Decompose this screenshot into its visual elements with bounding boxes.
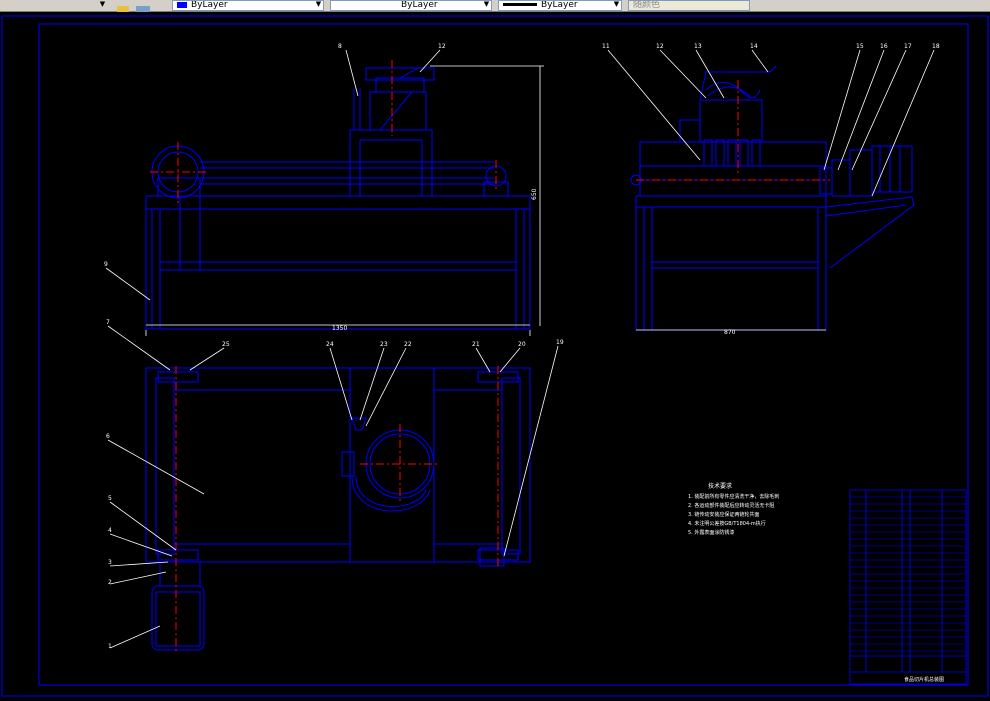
front-view <box>145 67 531 330</box>
callout-plan-6: 6 <box>106 433 110 440</box>
callout-labels: 8 12 9 11 12 13 14 15 16 17 18 7 25 24 2… <box>104 43 940 650</box>
callout-plan-5: 5 <box>108 495 112 502</box>
centerlines <box>150 60 830 652</box>
callout-plan-25: 25 <box>222 341 230 348</box>
color-control[interactable]: ByLayer <box>172 0 324 11</box>
side-view <box>630 65 915 331</box>
callout-plan-7: 7 <box>106 319 110 326</box>
linetype-control-arrow[interactable]: ▼ <box>483 0 490 8</box>
note-line-2: 2. 各运动部件装配后应转动灵活无卡阻 <box>688 502 774 509</box>
callout-front-8: 8 <box>338 43 342 50</box>
bom-table <box>849 489 967 685</box>
callout-plan-21: 21 <box>472 341 480 348</box>
layer-tools-icon[interactable] <box>116 0 154 13</box>
lineweight-swatch-icon <box>503 3 537 6</box>
note-line-4: 4. 未注明公差按GB/T1804-m执行 <box>688 520 766 527</box>
plan-view <box>145 367 531 651</box>
outer-border <box>1 15 989 697</box>
callout-side-17: 17 <box>904 43 912 50</box>
callout-side-11: 11 <box>602 43 610 50</box>
plotstyle-control-label: 随颜色 <box>633 0 661 10</box>
callout-plan-1: 1 <box>108 643 112 650</box>
dimension-side-width: 870 <box>724 329 736 336</box>
leader-lines <box>105 49 935 649</box>
callout-side-14: 14 <box>750 43 758 50</box>
callout-side-12: 12 <box>656 43 664 50</box>
note-line-1: 1. 装配前所有零件应清洗干净，去除毛刺 <box>688 493 779 500</box>
cad-drawing: 8 12 9 11 12 13 14 15 16 17 18 7 25 24 2… <box>1 15 989 697</box>
drawing-canvas[interactable]: 8 12 9 11 12 13 14 15 16 17 18 7 25 24 2… <box>0 12 990 701</box>
bom-rows <box>850 496 966 652</box>
callout-front-9: 9 <box>104 261 108 268</box>
toolbar-dropdown-arrow-left[interactable]: ▼ <box>99 0 106 8</box>
note-line-5: 5. 外露表面涂防锈漆 <box>688 529 734 536</box>
color-swatch-icon <box>177 1 187 8</box>
dimension-front-width: 1350 <box>332 325 347 332</box>
callout-front-12: 12 <box>438 43 446 50</box>
callout-plan-3: 3 <box>108 559 112 566</box>
callout-side-13: 13 <box>694 43 702 50</box>
lineweight-control-arrow[interactable]: ▼ <box>613 0 620 8</box>
drawing-frame <box>38 23 969 686</box>
callout-plan-4: 4 <box>108 527 112 534</box>
callout-side-16: 16 <box>880 43 888 50</box>
plotstyle-control[interactable]: 随颜色 <box>628 0 750 11</box>
properties-toolbar: ▼ ByLayer ▼ ByLayer ▼ ByLayer ▼ 随颜色 <box>0 0 990 13</box>
callout-plan-23: 23 <box>380 341 388 348</box>
lineweight-control-label: ByLayer <box>541 0 578 10</box>
callout-plan-19: 19 <box>556 339 564 346</box>
linetype-control-label: ByLayer <box>401 0 438 10</box>
technical-notes: 技术要求 1. 装配前所有零件应清洗干净，去除毛刺 2. 各运动部件装配后应转动… <box>688 482 779 536</box>
callout-plan-22: 22 <box>404 341 412 348</box>
dimension-front-height: 650 <box>531 188 538 200</box>
note-line-3: 3. 链传动安装应保证两链轮共面 <box>688 511 759 518</box>
title-block-name: 食品切片机总装图 <box>904 676 944 683</box>
linetype-control[interactable]: ByLayer <box>330 0 492 11</box>
callout-plan-20: 20 <box>518 341 526 348</box>
callout-side-15: 15 <box>856 43 864 50</box>
callout-plan-2: 2 <box>108 579 112 586</box>
callout-side-18: 18 <box>932 43 940 50</box>
color-control-label: ByLayer <box>191 0 228 10</box>
lineweight-control[interactable]: ByLayer <box>498 0 622 11</box>
notes-title: 技术要求 <box>708 482 732 490</box>
callout-plan-24: 24 <box>326 341 334 348</box>
color-control-arrow[interactable]: ▼ <box>315 0 322 8</box>
